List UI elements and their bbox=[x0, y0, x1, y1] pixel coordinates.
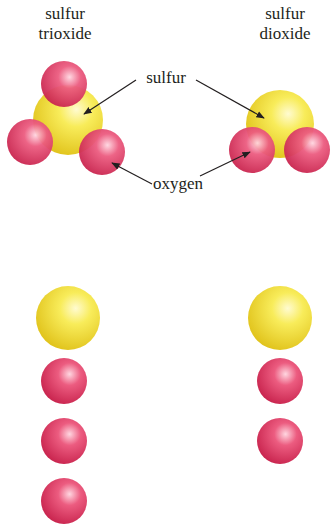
molecule-name: sulfur trioxide bbox=[25, 4, 105, 44]
sulfur-dioxide-model bbox=[229, 90, 330, 173]
separate-atoms-left bbox=[36, 286, 100, 524]
leader-lines bbox=[84, 80, 264, 184]
separate-atoms-right bbox=[248, 286, 312, 464]
atom-label: oxygen bbox=[153, 174, 203, 194]
molecule-name: sulfur dioxide bbox=[245, 4, 325, 44]
atom-label: sulfur bbox=[146, 68, 186, 88]
sulfur-trioxide-model bbox=[7, 61, 125, 175]
